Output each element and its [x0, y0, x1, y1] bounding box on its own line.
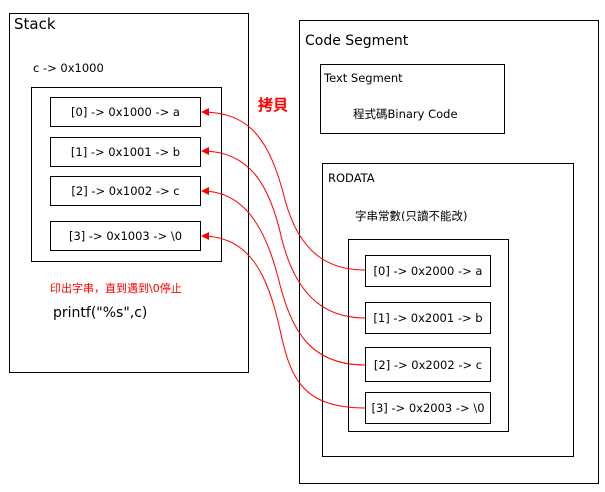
text-segment-title: Text Segment: [324, 71, 403, 85]
code-segment-title: Code Segment: [305, 33, 409, 49]
stack-cell-2: [2] -> 0x1002 -> c: [50, 176, 201, 206]
stack-cell-3: [3] -> 0x1003 -> \0: [50, 221, 201, 251]
stack-pointer-label: c -> 0x1000: [33, 61, 104, 75]
stack-note: 印出字串，直到遇到\0停止: [50, 282, 182, 295]
stack-title: Stack: [14, 15, 56, 33]
rodata-cell-3: [3] -> 0x2003 -> \0: [365, 392, 491, 424]
copy-label: 拷貝: [258, 96, 289, 114]
text-segment-desc: 程式碼Binary Code: [353, 107, 458, 121]
rodata-cell-1: [1] -> 0x2001 -> b: [365, 302, 491, 334]
rodata-desc: 字串常數(只讀不能改): [355, 209, 468, 223]
stack-cell-0: [0] -> 0x1000 -> a: [50, 97, 201, 127]
stack-printf-code: printf("%s",c): [53, 305, 148, 321]
rodata-cell-0: [0] -> 0x2000 -> a: [365, 255, 491, 287]
stack-cell-1: [1] -> 0x1001 -> b: [50, 137, 201, 167]
rodata-cell-2: [2] -> 0x2002 -> c: [365, 347, 491, 382]
rodata-title: RODATA: [328, 171, 375, 185]
